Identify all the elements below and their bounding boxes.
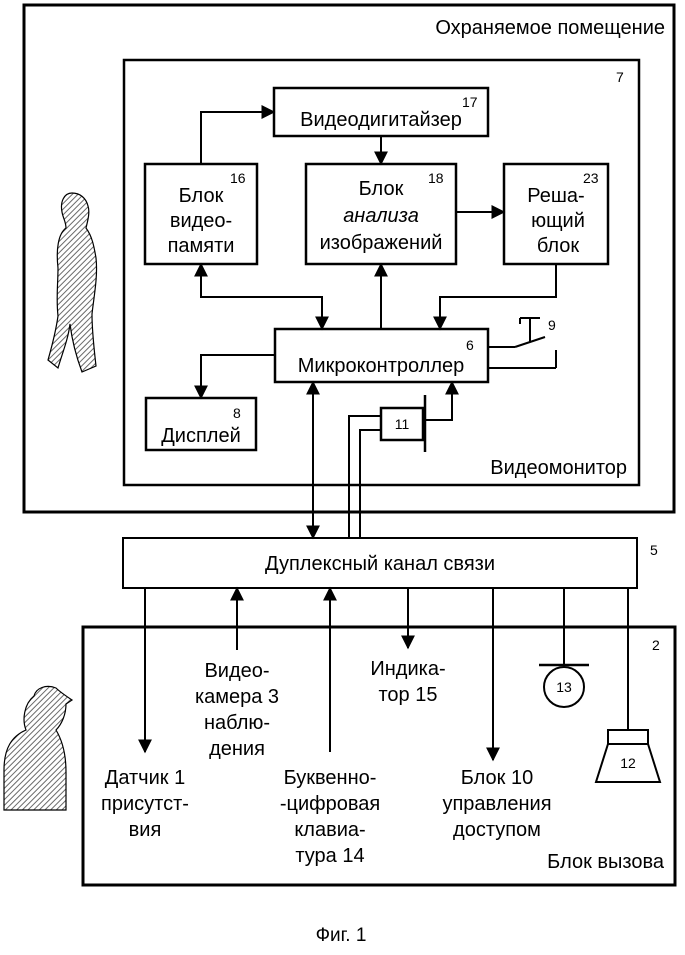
video-monitor-number: 7 bbox=[616, 69, 624, 85]
link-unit11-to-micro bbox=[425, 382, 452, 420]
man-silhouette-icon bbox=[4, 686, 72, 810]
link-channel-unit11-a bbox=[349, 416, 381, 538]
woman-silhouette-icon bbox=[48, 193, 97, 372]
decision-line-3: блок bbox=[537, 235, 580, 257]
sensor-line-1: Датчик 1 bbox=[105, 767, 185, 789]
videomemory-line-2: видео- bbox=[170, 210, 232, 232]
decision-line-1: Реша- bbox=[527, 185, 584, 207]
call-block-label: Блок вызова bbox=[547, 851, 665, 873]
camera-line-2: камера 3 bbox=[195, 686, 279, 708]
microcontroller-label: Микроконтроллер bbox=[298, 355, 465, 377]
switch-9-symbol bbox=[488, 318, 556, 368]
link-micro-to-display bbox=[201, 355, 275, 398]
analysis-number: 18 bbox=[428, 170, 444, 186]
link-decision-to-micro bbox=[440, 264, 556, 329]
figure-caption: Фиг. 1 bbox=[316, 925, 367, 946]
unit-11-number: 11 bbox=[395, 416, 410, 432]
videodigitizer-number: 17 bbox=[462, 94, 478, 110]
keyboard-line-3: клавиа- bbox=[294, 819, 365, 841]
keyboard-line-4: тура 14 bbox=[295, 845, 364, 867]
display-number: 8 bbox=[233, 405, 241, 421]
microcontroller-number: 6 bbox=[466, 337, 474, 353]
speaker-12-number: 12 bbox=[620, 755, 636, 771]
duplex-channel-number: 5 bbox=[650, 542, 658, 558]
decision-line-2: ющий bbox=[531, 210, 585, 232]
sensor-line-3: вия bbox=[129, 819, 162, 841]
analysis-line-2: анализа bbox=[343, 205, 419, 227]
indicator-line-1: Индика- bbox=[370, 658, 445, 680]
videodigitizer-label: Видеодигитайзер bbox=[300, 109, 462, 131]
video-monitor-label: Видеомонитор bbox=[490, 457, 627, 479]
link-memory-to-digitizer bbox=[201, 112, 274, 164]
videomemory-number: 16 bbox=[230, 170, 246, 186]
camera-line-4: дения bbox=[209, 738, 265, 760]
duplex-channel-label: Дуплексный канал связи bbox=[265, 553, 495, 575]
sensor-line-2: присутст- bbox=[101, 793, 189, 815]
videomemory-line-3: памяти bbox=[168, 235, 235, 257]
analysis-line-3: изображений bbox=[320, 232, 443, 254]
switch-9-number: 9 bbox=[548, 317, 556, 333]
display-label: Дисплей bbox=[161, 425, 241, 447]
protected-room-label: Охраняемое помещение bbox=[435, 17, 665, 39]
call-block-number: 2 bbox=[652, 637, 660, 653]
link-memory-micro bbox=[201, 264, 322, 329]
indicator-line-2: тор 15 bbox=[379, 684, 438, 706]
camera-line-1: Видео- bbox=[204, 660, 269, 682]
videomemory-line-1: Блок bbox=[179, 185, 224, 207]
camera-line-3: наблю- bbox=[204, 712, 270, 734]
microphone-13-number: 13 bbox=[556, 679, 572, 695]
access-line-1: Блок 10 bbox=[461, 767, 533, 789]
keyboard-line-2: -цифровая bbox=[280, 793, 380, 815]
decision-number: 23 bbox=[583, 170, 599, 186]
keyboard-line-1: Буквенно- bbox=[284, 767, 377, 789]
access-line-3: доступом bbox=[453, 819, 541, 841]
access-line-2: управления bbox=[442, 793, 551, 815]
analysis-line-1: Блок bbox=[359, 178, 404, 200]
